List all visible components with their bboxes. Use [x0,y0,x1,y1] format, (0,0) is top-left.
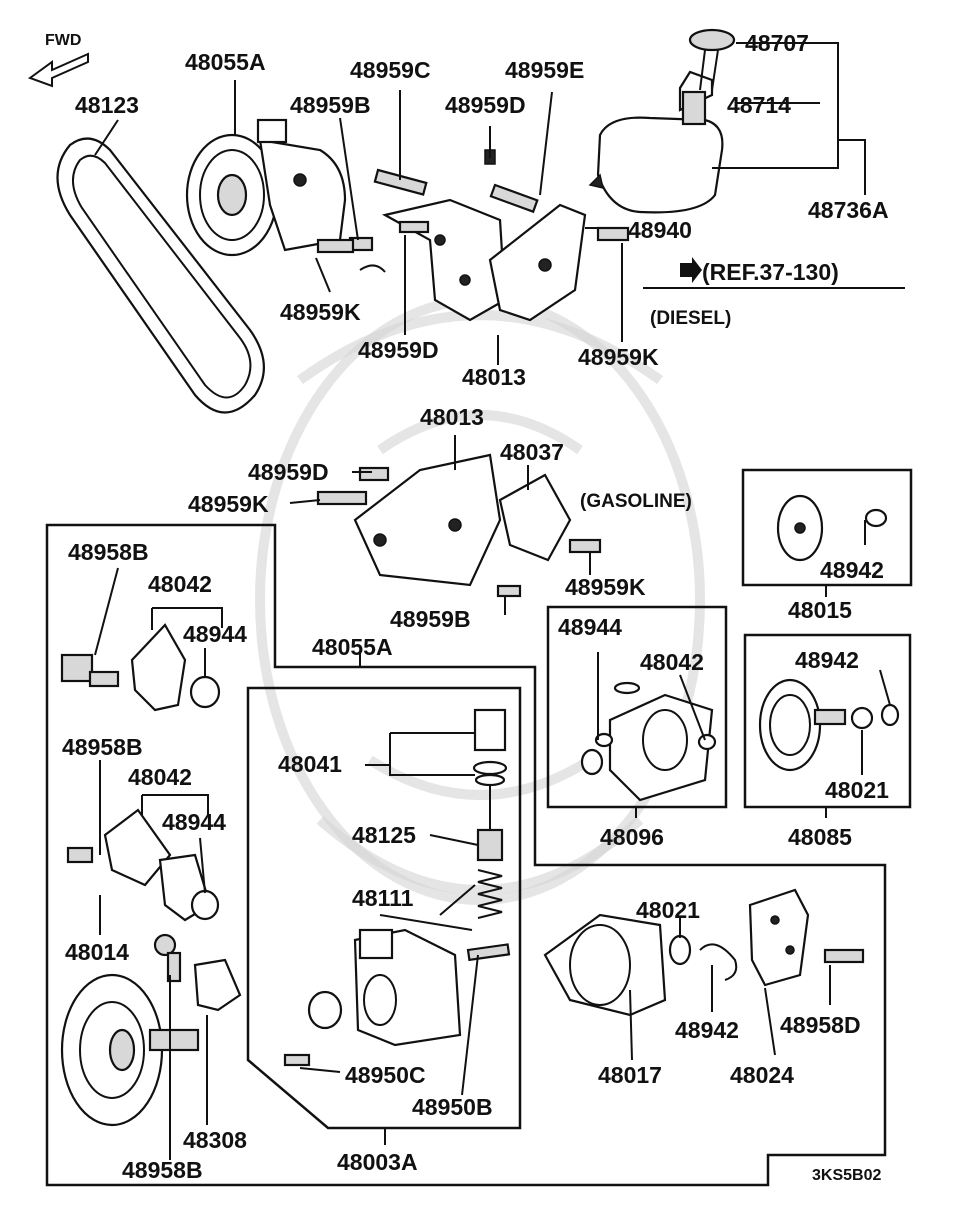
label-48942: 48942 [675,1017,739,1043]
label-48959B-gas: 48959B [390,606,471,632]
pump-assembly-frame [45,523,887,1187]
forward-direction-indicator: FWD [27,32,89,88]
label-48123: 48123 [75,92,139,118]
label-48055A-box: 48055A [312,634,393,660]
label-48944-b: 48944 [162,809,226,835]
union-fitting-48042-a [60,623,221,712]
label-48714: 48714 [727,92,791,118]
pulley-48085 [758,678,900,772]
label-48037: 48037 [500,439,564,465]
label-48024: 48024 [730,1062,794,1088]
label-48042-a: 48042 [148,571,212,597]
label-48013-top: 48013 [462,364,526,390]
label-48707: 48707 [745,30,809,56]
label-48959K-gas2: 48959K [565,574,646,600]
notes: (REF.37-130) (DIESEL) (GASOLINE) 3KS5B02 [580,259,881,1184]
lower-pulley [60,933,242,1127]
label-48959K-a: 48959K [280,299,361,325]
label-48958D: 48958D [780,1012,861,1038]
label-48085: 48085 [788,824,852,850]
label-48308: 48308 [183,1127,247,1153]
power-steering-pump-top [185,118,347,257]
label-48958B-c: 48958B [122,1157,203,1183]
label-48959E: 48959E [505,57,584,83]
label-48042-box: 48042 [640,649,704,675]
forward-arrow-icon [27,52,89,88]
pump-bracket-gasoline [316,453,602,598]
diagram-code: 3KS5B02 [812,1167,881,1184]
gasoline-note: (GASOLINE) [580,491,692,512]
label-48959D-mid: 48959D [358,337,439,363]
drive-belt [56,137,265,414]
box-48085 [743,633,912,809]
label-48958B-b: 48958B [62,734,143,760]
label-48959C: 48959C [350,57,431,83]
label-48041: 48041 [278,751,342,777]
label-48096: 48096 [600,824,664,850]
reference-arrow-icon [680,257,702,283]
label-48959D-gas: 48959D [248,459,329,485]
reservoir-tank [588,28,736,214]
label-48959D-top: 48959D [445,92,526,118]
fwd-label: FWD [45,32,81,49]
label-48111: 48111 [352,885,414,911]
label-48125: 48125 [352,822,416,848]
label-48003A: 48003A [337,1149,418,1175]
label-48013-mid: 48013 [420,404,484,430]
watermark-emblem [255,295,705,905]
bolts-top-group [316,149,630,273]
union-fitting-48042-b [66,808,220,922]
cover-48096 [580,681,717,802]
label-48021: 48021 [636,897,700,923]
label-48944-box: 48944 [558,614,622,640]
diesel-note: (DIESEL) [650,308,731,329]
label-48950C: 48950C [345,1062,426,1088]
reference-note: (REF.37-130) [702,259,839,285]
label-48015: 48015 [788,597,852,623]
label-48042-b: 48042 [128,764,192,790]
label-48942-box2: 48942 [795,647,859,673]
label-48021-box: 48021 [825,777,889,803]
label-48017: 48017 [598,1062,662,1088]
label-48055A-top: 48055A [185,49,266,75]
label-48940: 48940 [628,217,692,243]
label-48736A: 48736A [808,197,889,223]
pump-bracket-top [381,198,587,322]
pulley-flange-48015 [776,494,888,562]
label-48959K-b: 48959K [578,344,659,370]
label-48942-box1: 48942 [820,557,884,583]
label-48959B-top: 48959B [290,92,371,118]
label-48959K-gas: 48959K [188,491,269,517]
pump-body-subframe [246,686,522,1130]
cartridge-assembly [543,888,865,1017]
label-48944-a: 48944 [183,621,247,647]
label-48950B: 48950B [412,1094,493,1120]
part-labels: 48707 48714 48736A 48055A 48123 48959C 4… [62,30,889,1183]
leader-lines [94,42,905,1160]
control-valve-stack [472,708,508,919]
label-48958B-a: 48958B [68,539,149,565]
pump-body-48003A [283,928,511,1067]
label-48014: 48014 [65,939,129,965]
